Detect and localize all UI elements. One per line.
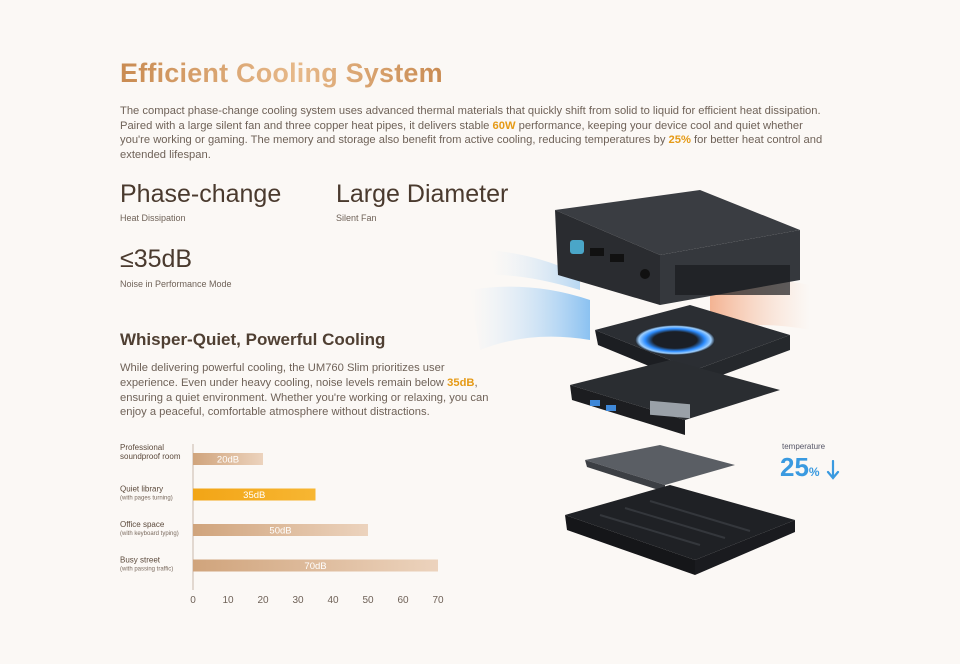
bar-value-label-3: 70dB [304, 561, 326, 572]
x-tick-label-6: 60 [397, 595, 409, 606]
heatsink-plate-icon [585, 445, 735, 492]
x-tick-label-2: 20 [257, 595, 269, 606]
highlight-25pct: 25% [668, 134, 691, 147]
stat-fan-label: Silent Fan [336, 213, 377, 223]
temperature-label: temperature [782, 442, 826, 451]
category-sublabel-1: (with pages turning) [120, 496, 173, 502]
bar-2 [193, 524, 368, 536]
x-tick-label-0: 0 [190, 595, 196, 606]
cool-airflow-icon [470, 250, 590, 350]
bar-value-label-0: 20dB [217, 455, 239, 466]
chassis-bottom-icon [565, 485, 795, 575]
bar-0 [193, 453, 263, 465]
down-arrow-icon [826, 460, 840, 480]
category-label-3-0: Busy street [120, 556, 161, 565]
mini-pc-exploded-illustration [470, 190, 810, 575]
bar-3 [193, 559, 438, 572]
section-paragraph: While delivering powerful cooling, the U… [120, 362, 489, 419]
x-tick-label-5: 50 [362, 595, 374, 606]
stat-noise-label: Noise in Performance Mode [120, 279, 232, 289]
x-tick-label-4: 40 [327, 595, 339, 606]
category-label-0-1: soundproof room [120, 452, 181, 461]
stat-phase-change-label: Heat Dissipation [120, 213, 186, 223]
category-sublabel-3: (with passing traffic) [120, 567, 173, 573]
bar-value-label-1: 35dB [243, 490, 265, 501]
bar-1 [193, 488, 316, 501]
x-tick-label-1: 10 [222, 595, 234, 606]
stat-phase-change-value: Phase-change [120, 180, 282, 208]
motherboard-icon [570, 360, 780, 435]
category-sublabel-2: (with keyboard typing) [120, 531, 179, 537]
category-label-0-0: Professional [120, 443, 164, 452]
section-title: Whisper-Quiet, Powerful Cooling [120, 330, 386, 349]
intro-paragraph: The compact phase-change cooling system … [120, 105, 823, 161]
stat-fan-value: Large Diameter [336, 180, 509, 208]
category-label-2-0: Office space [120, 520, 165, 529]
temperature-value: 25% [780, 452, 820, 482]
chassis-top-icon [555, 190, 800, 305]
x-tick-label-3: 30 [292, 595, 304, 606]
x-tick-label-7: 70 [432, 595, 444, 606]
highlight-35db: 35dB [447, 376, 475, 389]
page-title: Efficient Cooling System [120, 58, 443, 88]
stat-noise-value: ≤35dB [120, 245, 193, 273]
bar-value-label-2: 50dB [269, 526, 291, 537]
category-label-1-0: Quiet library [120, 485, 163, 494]
highlight-60w: 60W [492, 119, 516, 132]
